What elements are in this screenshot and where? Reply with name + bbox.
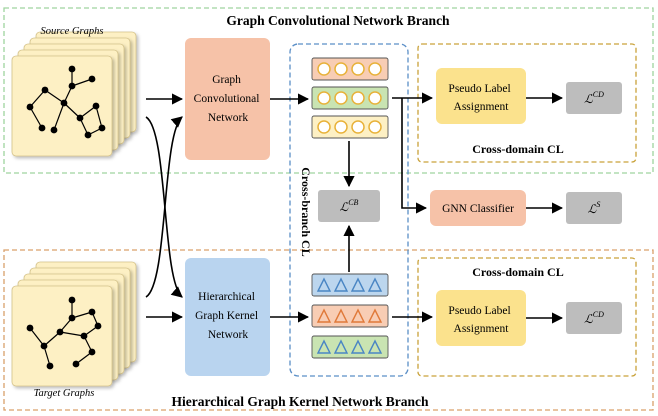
loss-s-box: [566, 192, 622, 224]
loss-cd-box-top: [566, 82, 622, 114]
cross-domain-frame-top: [417, 43, 637, 163]
hgkn-box-line-2: Graph Kernel: [195, 310, 258, 322]
top-branch-frame: [3, 7, 654, 174]
gcn-box-line-2: Convolutional: [194, 93, 260, 105]
loss-cd-label-bottom: ℒCD: [584, 310, 604, 326]
pseudo-label-top-line-2: Assignment: [454, 101, 510, 113]
gcn-box-line-3: Network: [208, 112, 248, 124]
loss-cb-label: ℒCB: [340, 198, 359, 214]
hgkn-box-line-1: Hierarchical: [198, 291, 255, 303]
svg-text:Graph Convolutional Ne: Graph Convolutional Network: [194, 74, 263, 124]
top-branch-title: Graph Convolutional Network Branch: [226, 13, 450, 28]
pseudo-label-bottom-line-1: Pseudo Label: [448, 305, 510, 317]
target-feature-rows: [311, 273, 389, 359]
cross-domain-label-bottom: Cross-domain CL: [472, 265, 563, 279]
gcn-box: [185, 38, 270, 160]
source-graphs-label: Source Graphs: [41, 26, 104, 37]
cross-branch-label: Cross-branch CL: [299, 167, 313, 256]
cross-branch-frame: [289, 43, 409, 377]
target-graph-stack: [11, 261, 137, 387]
svg-text:Hierarchical Graph Kernel: Hierarchical Graph Kernel Network: [195, 291, 261, 341]
bottom-branch-title: Hierarchical Graph Kernel Network Branch: [172, 394, 429, 409]
cross-domain-label-top: Cross-domain CL: [472, 142, 563, 156]
loss-cd-box-bottom: [566, 302, 622, 334]
hgkn-box: [185, 258, 270, 376]
gnn-classifier-label: GNN Classifier: [442, 203, 514, 215]
hgkn-box-line-3: Network: [208, 329, 248, 341]
flow-arrows: [145, 92, 564, 324]
loss-s-label: ℒS: [588, 200, 601, 216]
pseudo-label-top-line-1: Pseudo Label: [448, 83, 510, 95]
pseudo-label-bottom-line-2: Assignment: [454, 323, 510, 335]
gcn-box-line-1: Graph: [212, 74, 241, 86]
source-graph-stack: [11, 31, 137, 157]
loss-cb-box: [318, 190, 380, 222]
pseudo-label-box-bottom: [436, 290, 526, 346]
source-feature-rows: [311, 57, 389, 139]
bottom-branch-frame: [3, 249, 654, 411]
loss-cd-label-top: ℒCD: [584, 90, 604, 106]
pseudo-label-box-top: [436, 68, 526, 124]
target-graphs-label: Target Graphs: [34, 388, 95, 399]
gnn-classifier-box: [430, 190, 526, 226]
svg-text:Pseudo Label Assignment: Pseudo Label Assignment: [448, 305, 513, 335]
svg-text:Pseudo Label Assignment: Pseudo Label Assignment: [448, 83, 513, 113]
